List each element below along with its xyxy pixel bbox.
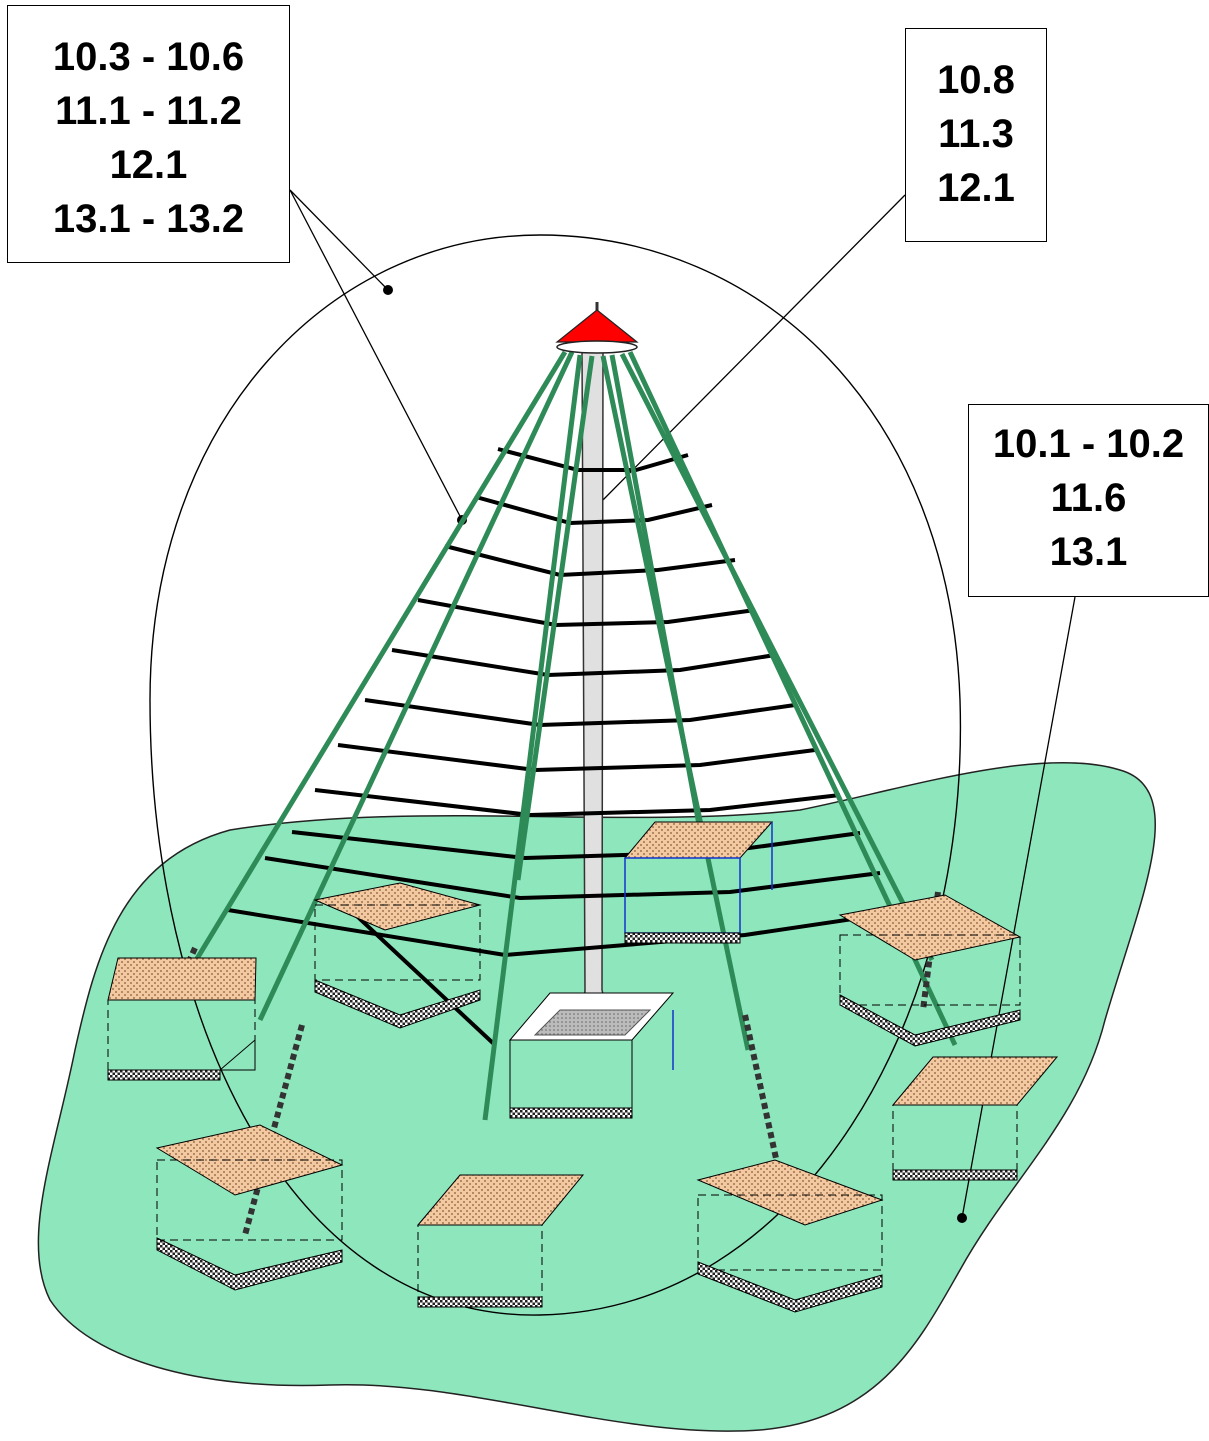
callout-line: 13.1 - 13.2: [52, 197, 245, 241]
anchor-block-6: [155, 1124, 344, 1291]
anchor-block-center: [508, 992, 675, 1119]
callout-line: 10.8: [937, 58, 1015, 102]
top-cone-float-icon: [555, 302, 639, 354]
callout-net-structure: 10.3 - 10.6 11.1 - 11.2 12.1 13.1 - 13.2: [7, 5, 290, 263]
callout-line: 11.3: [938, 112, 1014, 156]
callout-line: 12.1: [109, 143, 188, 187]
callout-center-pole: 10.8 11.3 12.1: [905, 28, 1047, 242]
anchor-block-4: [838, 894, 1022, 1047]
callout-line: 12.1: [937, 166, 1015, 210]
callout-line: 13.1: [1049, 530, 1128, 574]
net-volume-outline: [149, 234, 962, 1316]
anchor-block-1: [107, 957, 257, 1081]
net-rings: [227, 447, 901, 1047]
callout-line: 10.1 - 10.2: [992, 422, 1185, 466]
callout-line: 10.3 - 10.6: [52, 35, 245, 79]
callout-seabed-anchors: 10.1 - 10.2 11.6 13.1: [968, 404, 1209, 597]
anchor-block-7: [416, 1174, 585, 1308]
callout-line: 11.6: [1050, 476, 1127, 520]
anchor-block-8: [696, 1159, 884, 1313]
anchor-block-2: [313, 882, 482, 1029]
anchor-chains: [169, 891, 941, 1236]
anchor-block-3: [623, 821, 774, 944]
leader-lines: [289, 189, 1076, 1219]
callout-line: 11.1 - 11.2: [55, 89, 242, 133]
anchor-block-5: [891, 1056, 1059, 1181]
